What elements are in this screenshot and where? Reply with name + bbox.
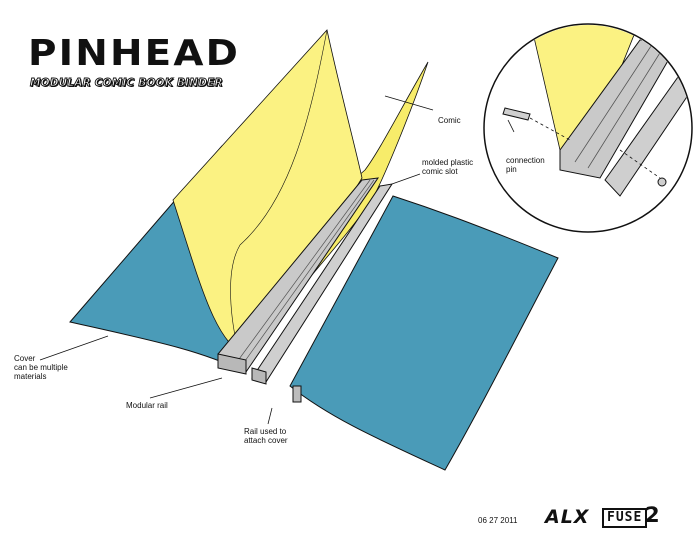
page-subtitle: MODULAR COMIC BOOK BINDER	[30, 78, 223, 89]
cover-rail-pin	[293, 386, 301, 402]
cover-rail-label: Rail used to attach cover	[244, 427, 288, 445]
connection-pin-label: connection pin	[506, 156, 545, 174]
footer-brand: ALX	[545, 508, 589, 527]
footer-date: 06 27 2011	[478, 516, 517, 525]
modular-rail-label: Modular rail	[126, 401, 168, 410]
comic-slot-label: molded plastic comic slot	[422, 158, 473, 176]
slot-leader	[392, 174, 420, 184]
page-title: PINHEAD	[28, 36, 240, 72]
modular-rail-leader	[150, 378, 222, 398]
footer-number: 2	[645, 505, 660, 526]
detail-pin-head	[658, 178, 666, 186]
comic-label: Comic	[438, 116, 461, 125]
cover-rail-leader	[268, 408, 272, 424]
cover-label: Cover can be multiple materials	[14, 354, 68, 381]
footer-fuse-logo: FUSE	[602, 508, 647, 528]
